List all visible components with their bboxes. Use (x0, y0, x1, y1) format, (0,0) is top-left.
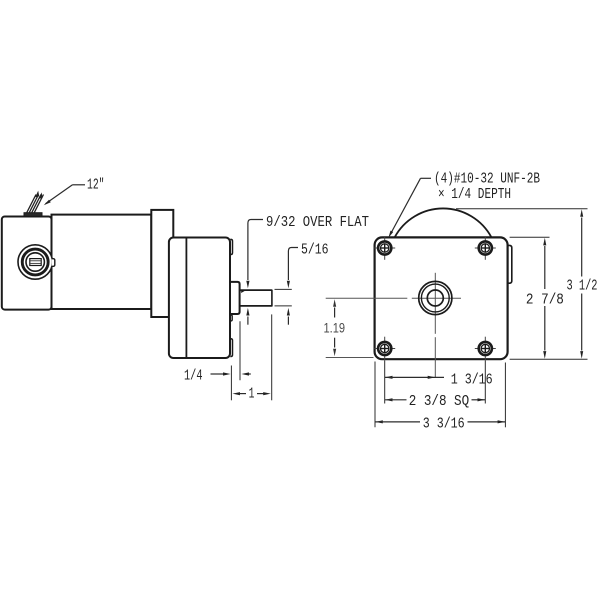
svg-text:5/16: 5/16 (301, 241, 329, 258)
svg-text:2 3/8 SQ: 2 3/8 SQ (409, 393, 470, 410)
svg-text:1 3/16: 1 3/16 (451, 371, 493, 388)
svg-text:1/4: 1/4 (184, 368, 203, 385)
svg-text:2 7/8: 2 7/8 (526, 292, 564, 309)
svg-text:1.19: 1.19 (324, 320, 346, 335)
svg-text:12″: 12″ (87, 176, 105, 193)
svg-text:9/32 OVER FLAT: 9/32 OVER FLAT (266, 214, 369, 231)
svg-text:(4)#10-32 UNF-2B: (4)#10-32 UNF-2B (434, 171, 540, 188)
svg-text:3 3/16: 3 3/16 (423, 416, 465, 433)
svg-text:3 1/2: 3 1/2 (567, 278, 598, 295)
svg-text:× 1/4 DEPTH: × 1/4 DEPTH (438, 186, 511, 203)
svg-text:1: 1 (249, 386, 255, 403)
